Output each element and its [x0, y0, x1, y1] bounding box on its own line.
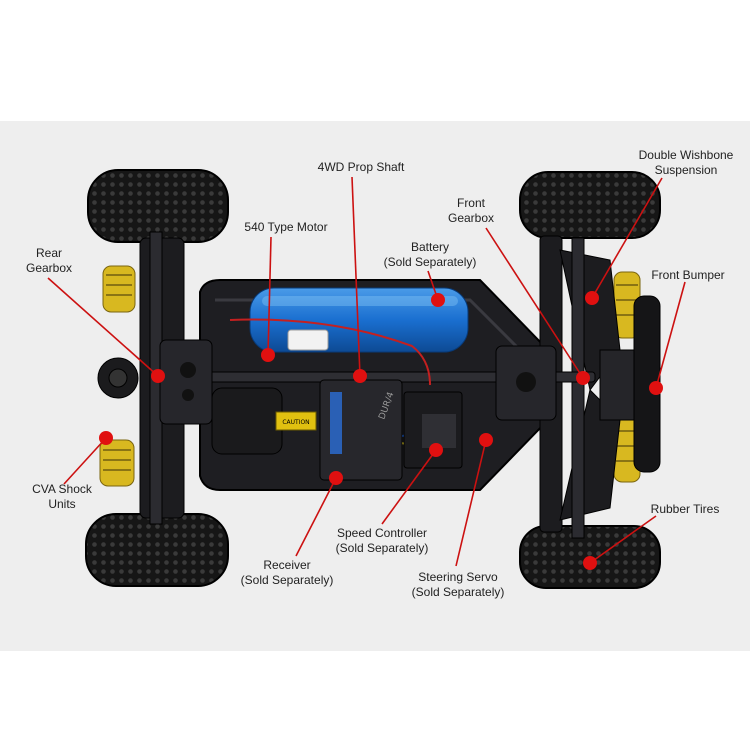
leader-line-rubber-tires [589, 515, 657, 564]
callout-dot-rubber-tires [583, 556, 597, 570]
leader-line-rear-gearbox [47, 277, 159, 377]
leader-line-front-gearbox [485, 227, 584, 379]
callout-dot-prop-shaft [353, 369, 367, 383]
leader-line-cva-shock [63, 437, 107, 485]
front-left-tire [519, 171, 661, 239]
battery-connector [287, 329, 329, 351]
callout-label-rubber-tires: Rubber Tires [650, 502, 720, 516]
callout-label-motor: 540 Type Motor [244, 220, 328, 234]
callout-dot-front-gearbox [576, 371, 590, 385]
callout-dot-wishbone [585, 291, 599, 305]
callout-dots [99, 291, 663, 570]
leader-line-steering-servo [455, 439, 487, 567]
motor-part: CAUTION [211, 387, 317, 455]
callout-label-steering-servo: Steering Servo(Sold Separately) [411, 570, 505, 599]
leader-line-front-bumper [655, 281, 686, 389]
leader-line-prop-shaft [351, 176, 361, 377]
electronics-tray [319, 379, 463, 481]
callout-label-prop-shaft: 4WD Prop Shaft [317, 160, 405, 174]
leader-line-speed-controller [381, 449, 437, 525]
callout-label-receiver: Receiver(Sold Separately) [240, 558, 334, 587]
callout-dot-cva-shock [99, 431, 113, 445]
callout-dot-battery [431, 293, 445, 307]
leader-line-motor [267, 236, 272, 356]
caution-decal: CAUTION [282, 419, 309, 426]
rear-left-tire [87, 169, 229, 243]
callout-label-speed-controller: Speed Controller(Sold Separately) [335, 526, 429, 555]
callout-dot-front-bumper [649, 381, 663, 395]
front-suspension [539, 235, 641, 539]
rear-shock-bottom [99, 439, 135, 487]
callout-label-battery: Battery(Sold Separately) [383, 240, 477, 269]
front-gearbox-part [495, 345, 557, 421]
callout-dot-rear-gearbox [151, 369, 165, 383]
rear-shock-top [102, 265, 136, 313]
callout-dot-motor [261, 348, 275, 362]
leader-line-receiver [295, 477, 337, 557]
callout-label-front-bumper: Front Bumper [651, 268, 725, 282]
callout-dot-receiver [329, 471, 343, 485]
rear-right-tire [85, 513, 229, 587]
leader-line-wishbone [591, 177, 663, 299]
rear-gearbox-part [159, 339, 213, 425]
callout-dot-steering-servo [479, 433, 493, 447]
callout-dot-speed-controller [429, 443, 443, 457]
callout-leader-lines [47, 176, 686, 567]
